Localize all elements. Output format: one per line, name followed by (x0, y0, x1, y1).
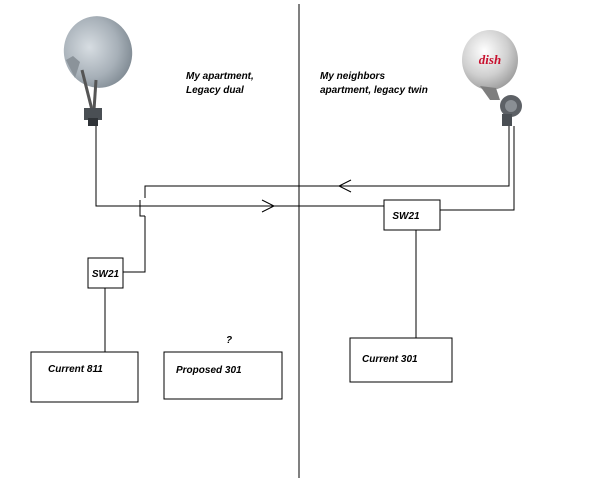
sw21-left-label: SW21 (92, 269, 120, 280)
dish-logo: dish (479, 52, 501, 67)
satellite-dish-dish-network-icon: dish (462, 30, 522, 126)
neighbor-label-line1: My neighbors (320, 71, 385, 82)
proposed-301-box (163, 351, 283, 400)
proposed-301-label: Proposed 301 (176, 365, 242, 376)
current-301-label: Current 301 (362, 354, 418, 365)
satellite-dish-legacy-dual-icon (63, 16, 133, 126)
wire-jumper-left (139, 200, 145, 217)
sw21-left-box (87, 257, 124, 289)
my-apartment-label-line1: My apartment, (186, 71, 254, 82)
wire-right-sw21-to-dish (440, 126, 515, 211)
question-mark: ? (226, 335, 232, 346)
current-301-box (349, 337, 453, 383)
arrow-left (337, 179, 352, 193)
my-apartment-label-line2: Legacy dual (186, 85, 244, 96)
sw21-right-box (383, 199, 441, 231)
wire-left-dish-down (95, 126, 140, 207)
arrow-right (261, 199, 276, 213)
current-811-label: Current 811 (48, 364, 103, 375)
neighbor-label-line2: apartment, legacy twin (320, 85, 428, 96)
current-811-box (30, 351, 139, 403)
sw21-right-label: SW21 (392, 211, 420, 222)
wire-to-left-sw21 (123, 216, 146, 273)
wire-right-dish-to-left (144, 126, 510, 190)
